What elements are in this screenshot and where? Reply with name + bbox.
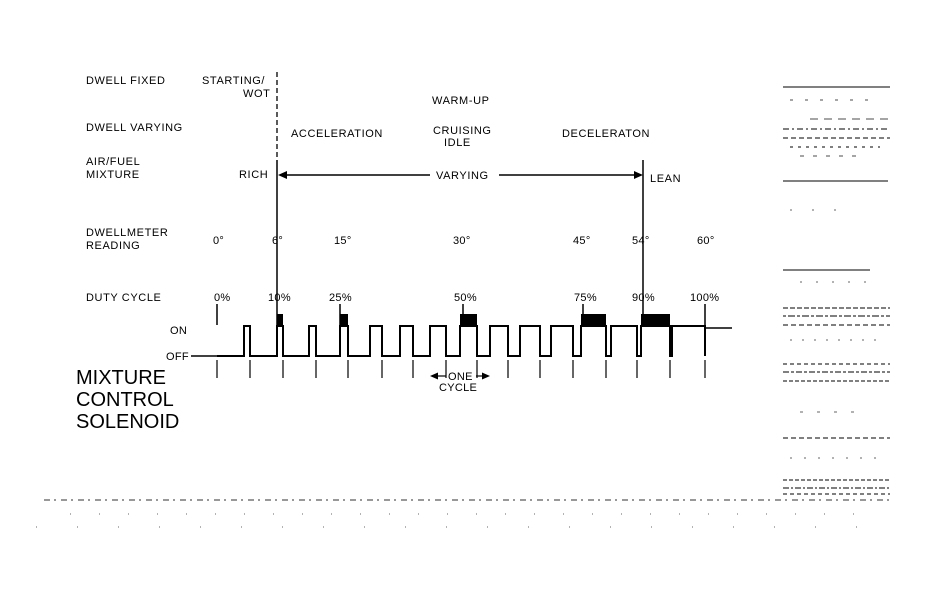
dwell-readings: 0° 6° 15° 30° 45° 54° 60° <box>213 235 715 247</box>
mode-starting: STARTING/ <box>202 75 265 87</box>
duty-cycle-value: 25% <box>329 292 352 304</box>
dwell-reading: 30° <box>453 235 471 247</box>
dwell-reading: 15° <box>334 235 352 247</box>
duty-cycle-value: 0% <box>214 292 231 304</box>
arrow-left-icon <box>278 171 287 179</box>
mixture-rich: RICH <box>239 169 268 181</box>
duty-cycle-value: 100% <box>690 292 719 304</box>
mode-idle: IDLE <box>444 137 471 149</box>
label-duty-cycle: DUTY CYCLE <box>86 292 161 304</box>
mode-cruising: CRUISING <box>433 125 492 137</box>
label-mixture: MIXTURE <box>86 169 140 181</box>
duty-cycle-value: 50% <box>454 292 477 304</box>
one-cycle-label: ONE <box>448 371 473 383</box>
arrow-right-icon <box>482 372 490 380</box>
scan-artifacts-bottom <box>36 499 890 528</box>
duty-cycle-value: 10% <box>268 292 291 304</box>
diagram-title: MIXTURE CONTROL SOLENOID <box>76 367 179 433</box>
label-dwellmeter: DWELLMETER <box>86 227 168 239</box>
on-label: ON <box>170 325 187 337</box>
mode-deceleration: DECELERATON <box>562 128 650 140</box>
mode-wot: WOT <box>243 88 270 100</box>
arrow-left-icon <box>430 372 438 380</box>
dwell-reading: 6° <box>272 235 283 247</box>
label-air-fuel: AIR/FUEL <box>86 156 140 168</box>
one-cycle-indicator: ONE CYCLE <box>430 371 490 394</box>
mode-warm-up: WARM-UP <box>432 95 490 107</box>
square-waveform <box>217 325 706 357</box>
mixture-lean: LEAN <box>650 173 681 185</box>
dwell-reading: 0° <box>213 235 224 247</box>
label-reading: READING <box>86 240 140 252</box>
mixture-varying: VARYING <box>436 170 489 182</box>
duty-cycle-values: 0% 10% 25% 50% 75% 90% 100% <box>214 292 719 304</box>
label-dwell-varying: DWELL VARYING <box>86 122 183 134</box>
dwell-reading: 60° <box>697 235 715 247</box>
dwell-reading: 45° <box>573 235 591 247</box>
scan-artifacts-right <box>783 86 890 495</box>
title-line-2: CONTROL <box>76 389 174 411</box>
dwell-reading: 54° <box>632 235 650 247</box>
on-time-highlights <box>277 314 670 326</box>
duty-cycle-value: 75% <box>574 292 597 304</box>
mixture-range-arrow: RICH VARYING LEAN <box>239 169 681 185</box>
off-label: OFF <box>166 351 189 363</box>
duty-cycle-value: 90% <box>632 292 655 304</box>
title-line-1: MIXTURE <box>76 367 166 389</box>
arrow-right-icon <box>634 171 643 179</box>
row-labels: DWELL FIXED DWELL VARYING AIR/FUEL MIXTU… <box>86 75 183 304</box>
label-dwell-fixed: DWELL FIXED <box>86 75 166 87</box>
mode-acceleration: ACCELERATION <box>291 128 383 140</box>
cycle-ticks <box>216 360 706 378</box>
title-line-3: SOLENOID <box>76 411 179 433</box>
cycle-label: CYCLE <box>439 382 477 394</box>
operating-modes: STARTING/ WOT WARM-UP ACCELERATION CRUIS… <box>202 75 650 149</box>
